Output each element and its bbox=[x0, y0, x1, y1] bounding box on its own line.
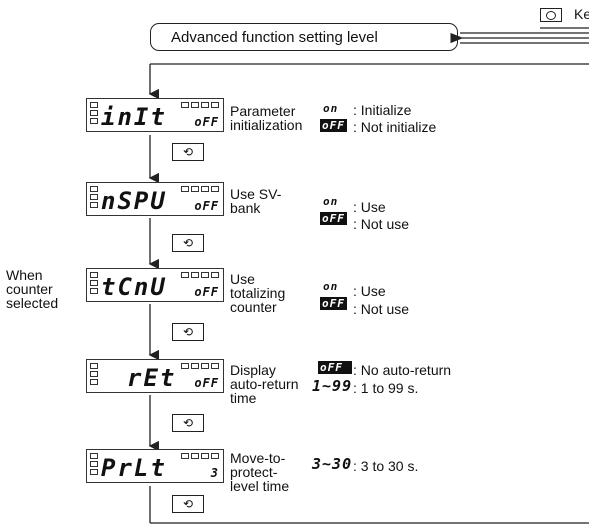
option-text: : Use bbox=[353, 199, 386, 215]
indicator-leds bbox=[90, 186, 98, 210]
param-name-ret: Display auto-return time bbox=[230, 362, 299, 406]
mode-key[interactable]: ⟲ bbox=[172, 414, 204, 432]
param-name-nspu: Use SV- bank bbox=[230, 186, 282, 216]
option-text: : 3 to 30 s. bbox=[353, 458, 419, 474]
option-code: 1~99 bbox=[312, 377, 353, 395]
option-text: : Initialize bbox=[353, 102, 412, 118]
indicator-leds bbox=[90, 102, 98, 126]
mode-key[interactable]: ⟲ bbox=[172, 323, 204, 341]
pv-readout: tCnU bbox=[101, 273, 167, 301]
option-text: : Use bbox=[353, 283, 386, 299]
option-code: oFF bbox=[320, 297, 347, 310]
param-name-tcnu: Use totalizing counter bbox=[230, 271, 286, 315]
pv-readout: nSPU bbox=[101, 187, 167, 215]
indicator-leds bbox=[90, 453, 98, 477]
mode-key[interactable]: ⟲ bbox=[172, 495, 204, 513]
mode-key[interactable]: ⟲ bbox=[172, 234, 204, 252]
param-name-prlt: Move-to- protect- level time bbox=[230, 450, 290, 494]
option-text: : Not use bbox=[353, 301, 410, 317]
mode-key[interactable]: ⟲ bbox=[172, 143, 204, 161]
option-text: : Not initialize bbox=[353, 119, 437, 135]
advanced-function-setting-level-box: Advanced function setting level bbox=[150, 23, 458, 51]
pv-readout: PrLt bbox=[101, 454, 167, 482]
option-code: oFF bbox=[320, 212, 347, 225]
option-code: 3~30 bbox=[312, 455, 353, 473]
when-counter-selected-note: When counter selected bbox=[6, 267, 59, 311]
sv-readout: oFF bbox=[194, 115, 219, 129]
display-nspu: nSPU oFF bbox=[86, 182, 224, 216]
param-name-init: Parameter initialization bbox=[230, 103, 303, 133]
option-code: on bbox=[323, 102, 339, 115]
pv-readout: inIt bbox=[101, 103, 167, 131]
option-code: on bbox=[323, 280, 339, 293]
option-text: : 1 to 99 s. bbox=[353, 380, 419, 396]
level-title: Advanced function setting level bbox=[171, 28, 378, 46]
indicator-leds bbox=[90, 363, 98, 387]
sv-readout: oFF bbox=[194, 376, 219, 390]
display-ret: rEt oFF bbox=[86, 359, 224, 393]
option-code: oFF bbox=[318, 361, 352, 374]
display-prlt: PrLt 3 bbox=[86, 449, 224, 483]
sv-readout: 3 bbox=[210, 466, 219, 480]
option-text: : Not use bbox=[353, 216, 410, 232]
option-code: oFF bbox=[320, 119, 347, 132]
pv-readout: rEt bbox=[127, 364, 177, 392]
key-icon bbox=[540, 8, 562, 22]
option-code: on bbox=[323, 195, 339, 208]
option-text: : No auto-return bbox=[353, 362, 452, 378]
indicator-leds bbox=[90, 272, 98, 296]
display-init: inIt oFF bbox=[86, 98, 224, 132]
key-label: Ke bbox=[574, 6, 589, 22]
sv-readout: oFF bbox=[194, 199, 219, 213]
sv-readout: oFF bbox=[194, 285, 219, 299]
display-tcnu: tCnU oFF bbox=[86, 268, 224, 302]
